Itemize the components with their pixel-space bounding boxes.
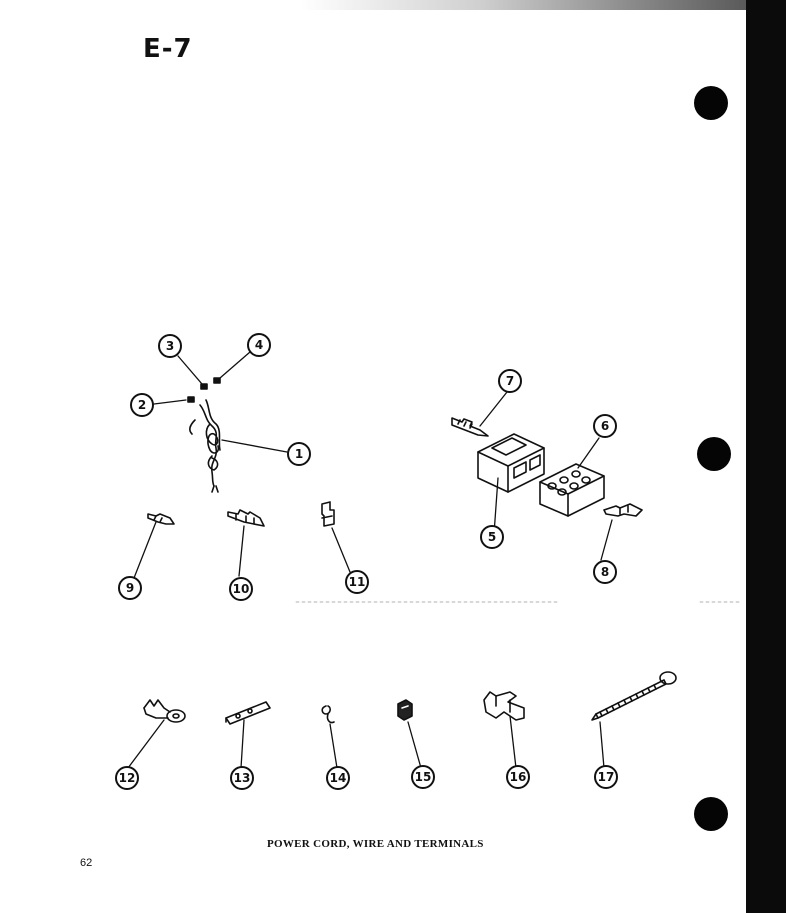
callout-7-label: 7 (506, 374, 514, 388)
callout-13-label: 13 (234, 771, 251, 785)
callout-11 (345, 570, 369, 594)
callout-10-label: 10 (233, 582, 250, 596)
terminal-13-part (225, 701, 271, 725)
callout-13 (230, 766, 254, 790)
callout-14-label: 14 (330, 771, 347, 785)
connector-housing-6-part (539, 463, 605, 517)
callout-15-label: 15 (415, 770, 432, 784)
terminal-9-part (147, 513, 175, 525)
callout-2 (130, 393, 154, 417)
scan-right-edge-bar (746, 0, 786, 913)
terminal-11-part (321, 501, 335, 527)
callout-3-label: 3 (166, 339, 174, 353)
wire-clip-14-part (321, 705, 335, 724)
callout-12 (115, 766, 139, 790)
callout-11-label: 11 (349, 575, 366, 589)
leader-lines (127, 351, 613, 769)
callout-2-label: 2 (138, 398, 146, 412)
callout-6-label: 6 (601, 419, 609, 433)
scan-top-edge-shadow (300, 0, 750, 10)
terminal-7-part (451, 417, 489, 437)
callout-9 (118, 576, 142, 600)
binder-hole-top (694, 86, 728, 120)
page-id: E-7 (143, 34, 193, 64)
callout-10 (229, 577, 253, 601)
callout-9-label: 9 (126, 581, 134, 595)
terminal-15-part (397, 699, 413, 721)
connector-housing-5-part (477, 433, 545, 493)
bracket-16-part (483, 691, 525, 721)
callout-4 (247, 333, 271, 357)
callout-17 (594, 765, 618, 789)
callout-5-label: 5 (488, 530, 496, 544)
callout-6 (593, 414, 617, 438)
wire-nut-parts (187, 377, 221, 403)
power-cord-part (189, 399, 221, 493)
callout-4-label: 4 (255, 338, 263, 352)
callout-1-label: 1 (295, 447, 303, 461)
callout-8-label: 8 (601, 565, 609, 579)
callout-7 (498, 369, 522, 393)
callout-1 (287, 442, 311, 466)
callout-8 (593, 560, 617, 584)
callout-15 (411, 765, 435, 789)
binder-hole-middle (697, 437, 731, 471)
callout-14 (326, 766, 350, 790)
page-number: 62 (80, 857, 93, 869)
callout-5 (480, 525, 504, 549)
binder-hole-bottom (694, 797, 728, 831)
callout-3 (158, 334, 182, 358)
figure-caption: POWER CORD, WIRE AND TERMINALS (267, 838, 484, 850)
terminal-10-part (227, 509, 265, 527)
callout-17-label: 17 (598, 770, 615, 784)
terminal-8-part (603, 503, 643, 517)
callout-16-label: 16 (510, 770, 527, 784)
callout-12-label: 12 (119, 771, 136, 785)
callout-16 (506, 765, 530, 789)
ring-terminal-12-part (143, 699, 186, 723)
cable-tie-17-part (591, 671, 677, 721)
